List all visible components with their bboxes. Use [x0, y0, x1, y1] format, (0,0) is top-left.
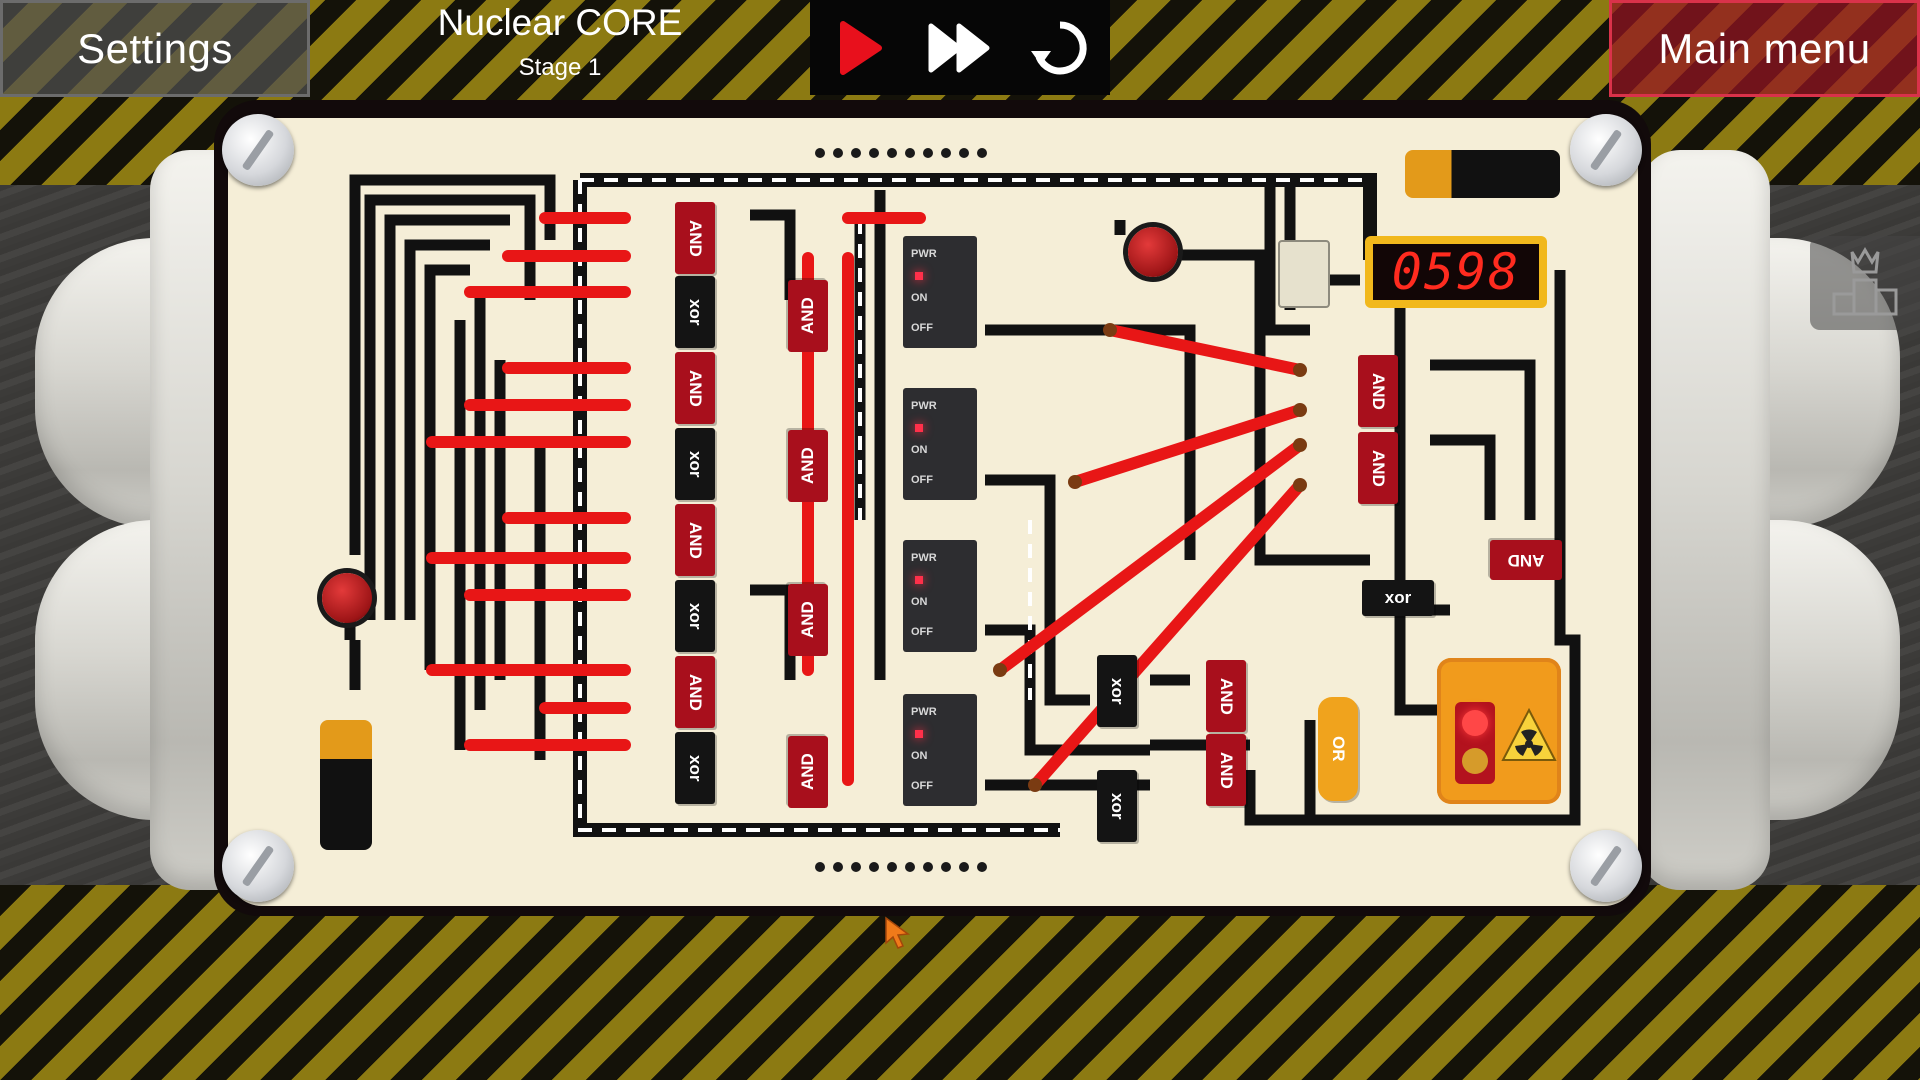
pwr-label: PWR	[911, 400, 937, 412]
and-gate[interactable]: AND	[1358, 432, 1398, 504]
leaderboard-crown-icon	[1832, 247, 1898, 316]
stage-label: Stage 1	[518, 54, 602, 81]
or-gate[interactable]: AND	[788, 430, 828, 502]
or-gate[interactable]: OR	[1318, 697, 1358, 801]
xor-gate[interactable]: xor	[675, 276, 715, 348]
off-label: OFF	[911, 474, 933, 486]
xor-gate[interactable]: xor	[675, 580, 715, 652]
board-vent-dots-bottom	[815, 862, 987, 872]
leaderboard-button[interactable]	[1810, 236, 1920, 330]
and-gate[interactable]: AND	[1358, 355, 1398, 427]
screw-top-right	[1570, 114, 1642, 186]
and-gate[interactable]: AND	[675, 656, 715, 728]
and-gate[interactable]: AND	[1206, 660, 1246, 732]
xor-gate[interactable]: xor	[675, 732, 715, 804]
screw-top-left	[222, 114, 294, 186]
level-title-block: Nuclear CORE Stage 1	[400, 2, 720, 82]
pwr-label: PWR	[911, 248, 937, 260]
top-push-button[interactable]	[1128, 227, 1178, 277]
play-button[interactable]	[825, 13, 895, 83]
or-gate[interactable]: AND	[788, 584, 828, 656]
power-led	[915, 730, 923, 738]
board-vent-dots-top	[815, 148, 987, 158]
power-led	[915, 576, 923, 584]
battery-left	[320, 720, 372, 850]
fast-forward-icon	[928, 23, 990, 72]
fast-forward-button[interactable]	[925, 13, 995, 83]
or-gate[interactable]: AND	[788, 736, 828, 808]
play-icon	[840, 20, 882, 75]
and-gate[interactable]: AND	[675, 504, 715, 576]
and-gate[interactable]: AND	[1206, 734, 1246, 806]
on-label: ON	[911, 750, 928, 762]
xor-gate[interactable]: xor	[1097, 655, 1137, 727]
screw-bottom-left	[222, 830, 294, 902]
core-status-lights	[1455, 702, 1495, 784]
restart-icon	[1031, 20, 1087, 74]
pipe-right-flange	[1640, 150, 1770, 890]
level-title: Nuclear CORE	[437, 2, 683, 43]
main-menu-button[interactable]: Main menu	[1609, 0, 1920, 97]
off-label: OFF	[911, 780, 933, 792]
clock-module	[1278, 240, 1330, 308]
restart-button[interactable]	[1025, 13, 1095, 83]
power-led	[915, 424, 923, 432]
pwr-label: PWR	[911, 706, 937, 718]
radiation-icon	[1501, 707, 1557, 761]
pwr-label: PWR	[911, 552, 937, 564]
power-led	[915, 272, 923, 280]
screw-bottom-right	[1570, 830, 1642, 902]
on-label: ON	[911, 292, 928, 304]
cursor-icon	[885, 916, 911, 949]
counter-display: 0598	[1365, 236, 1547, 308]
counter-value: 0598	[1373, 243, 1539, 301]
power-module[interactable]: PWR ON OFF	[903, 694, 977, 806]
settings-button[interactable]: Settings	[0, 0, 310, 97]
and-gate[interactable]: AND	[675, 202, 715, 274]
nuclear-core-module	[1437, 658, 1561, 804]
left-push-button[interactable]	[322, 573, 372, 623]
off-label: OFF	[911, 626, 933, 638]
and-gate[interactable]: AND	[675, 352, 715, 424]
battery-top	[1405, 150, 1560, 198]
xor-gate[interactable]: xor	[1097, 770, 1137, 842]
on-label: ON	[911, 596, 928, 608]
off-label: OFF	[911, 322, 933, 334]
hazard-stripes-bottom	[0, 885, 1920, 1080]
power-module[interactable]: PWR ON OFF	[903, 540, 977, 652]
on-label: ON	[911, 444, 928, 456]
or-gate[interactable]: AND	[788, 280, 828, 352]
power-module[interactable]: PWR ON OFF	[903, 388, 977, 500]
and-gate[interactable]: AND	[1490, 540, 1562, 580]
xor-gate[interactable]: xor	[1362, 580, 1434, 616]
xor-gate[interactable]: xor	[675, 428, 715, 500]
simulation-controls	[810, 0, 1110, 95]
power-module[interactable]: PWR ON OFF	[903, 236, 977, 348]
